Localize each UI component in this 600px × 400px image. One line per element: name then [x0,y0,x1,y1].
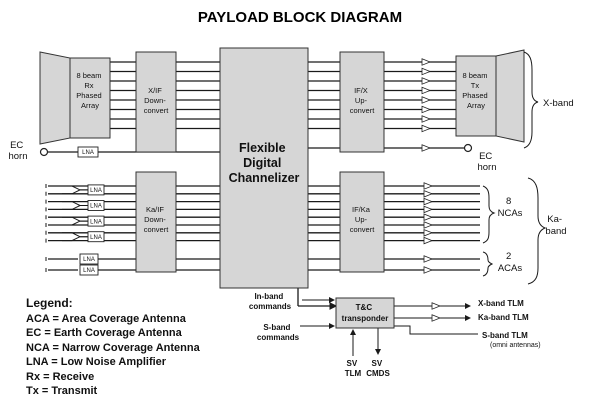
rx-array-label: 8 beam Rx Phased Array [76,71,104,110]
ec-horn-left-icon [39,147,49,157]
page-title: PAYLOAD BLOCK DIAGRAM [198,9,402,26]
tx-array-box [455,55,497,137]
amplifier-icon [423,229,434,237]
ifx-upconvert-block: IF/X Up- convert [339,51,385,153]
legend-item: LNA = Low Noise Amplifier [26,356,167,368]
amplifier-icon [423,255,434,263]
amplifier-icon [423,213,434,221]
rx-array-box [69,57,111,139]
amplifier-icon [421,105,432,114]
signal-line [394,325,478,335]
tx-array-horn-shape [495,49,525,143]
amplifier-icon [421,144,432,152]
x-band-label: X-band [543,98,574,109]
ncas-brace [482,185,496,244]
ka-band-label: Ka- band [545,214,566,237]
sv-tlm-label: SV TLM [345,359,362,378]
lna-box [87,200,105,211]
lna-group: LNA LNA LNA LNA LNA LNA LNA [77,146,105,276]
amplifier-icon [421,67,432,76]
legend: Legend: ACA = Area Coverage Antenna EC =… [26,296,200,399]
sv-cmds-label: SV CMDS [366,359,390,378]
lna-label: LNA [90,235,102,241]
legend-item: EC = Earth Coverage Antenna [26,327,182,339]
tx-array-label: 8 beam Tx Phased Array [462,71,490,110]
lna-label: LNA [83,268,95,274]
amplifier-icon [423,190,434,198]
amplifier-icon [431,314,442,322]
tx-phased-array: 8 beam Tx Phased Array [455,49,525,143]
xif-downconvert-label: X/IF Down- convert [144,86,170,115]
xif-downconvert-block: X/IF Down- convert [135,51,177,153]
ec-horn-right-label: EC horn [477,151,496,173]
lna-box [79,264,99,276]
lna-box [79,253,99,265]
lna-box [87,215,105,227]
signal-line [62,236,88,242]
tc-transponder-block: T&C transponder [335,297,395,329]
lna-label: LNA [82,150,94,156]
sband-tlm-label: S-band TLM (omni antennas) [482,331,541,349]
amplifier-icon [431,302,442,310]
ifka-upconvert-block: IF/Ka Up- convert [339,171,385,273]
lna-label: LNA [90,204,102,210]
ec-horn-right-icon [463,143,473,153]
legend-item: Tx = Transmit [26,385,98,397]
amplifier-icon [421,96,432,104]
amplifier-icon [423,221,434,229]
lna-label: LNA [83,257,95,263]
kaif-downconvert-label: Ka/IF Down- convert [144,205,170,234]
lna-box [87,184,105,196]
kaif-downconvert-block: Ka/IF Down- convert [135,171,177,273]
sband-commands-label: S-band commands [257,323,300,342]
legend-heading: Legend: [26,296,73,310]
amplifier-icon [421,86,432,95]
amplifier-icon [421,77,432,85]
x-band-brace [523,51,539,149]
acas-brace [482,251,494,277]
kaband-tlm-label: Ka-band TLM [478,313,529,322]
amplifier-icon [423,205,434,214]
lna-box [77,146,99,158]
amplifier-icon [423,197,434,206]
ifka-upconvert-label: IF/Ka Up- convert [350,205,376,234]
amplifier-icon [423,182,434,190]
inband-commands-label: In-band commands [249,292,292,311]
lna-label: LNA [90,219,102,225]
legend-item: Rx = Receive [26,370,95,383]
signal-line [62,205,88,210]
signal-line [62,189,88,195]
amplifier-icon [423,236,434,245]
lna-box [87,231,105,243]
acas-label: 2 ACAs [498,251,523,274]
channelizer-label: Flexible Digital Channelizer [229,141,300,185]
ec-horn-left-label: EC horn [8,140,27,162]
amplifier-icon [421,58,432,66]
legend-item: ACA = Area Coverage Antenna [26,312,186,325]
signal-line [62,220,88,226]
tc-transponder-label: T&C transponder [342,303,389,323]
amplifier-icon [421,124,432,133]
amplifier-icon [421,115,432,123]
rx-array-horn-shape [39,51,71,145]
ka-band-brace [527,177,547,285]
legend-item: NCA = Narrow Coverage Antenna [26,341,200,354]
rx-phased-array: 8 beam Rx Phased Array [39,51,111,145]
xband-tlm-label: X-band TLM [478,299,524,308]
lna-label: LNA [90,188,102,194]
amplifier-icon [423,266,434,274]
amplifier-group [421,58,442,322]
channelizer-block: Flexible Digital Channelizer [219,47,309,289]
ncas-label: 8 NCAs [498,196,523,219]
ifx-upconvert-label: IF/X Up- convert [350,86,376,115]
